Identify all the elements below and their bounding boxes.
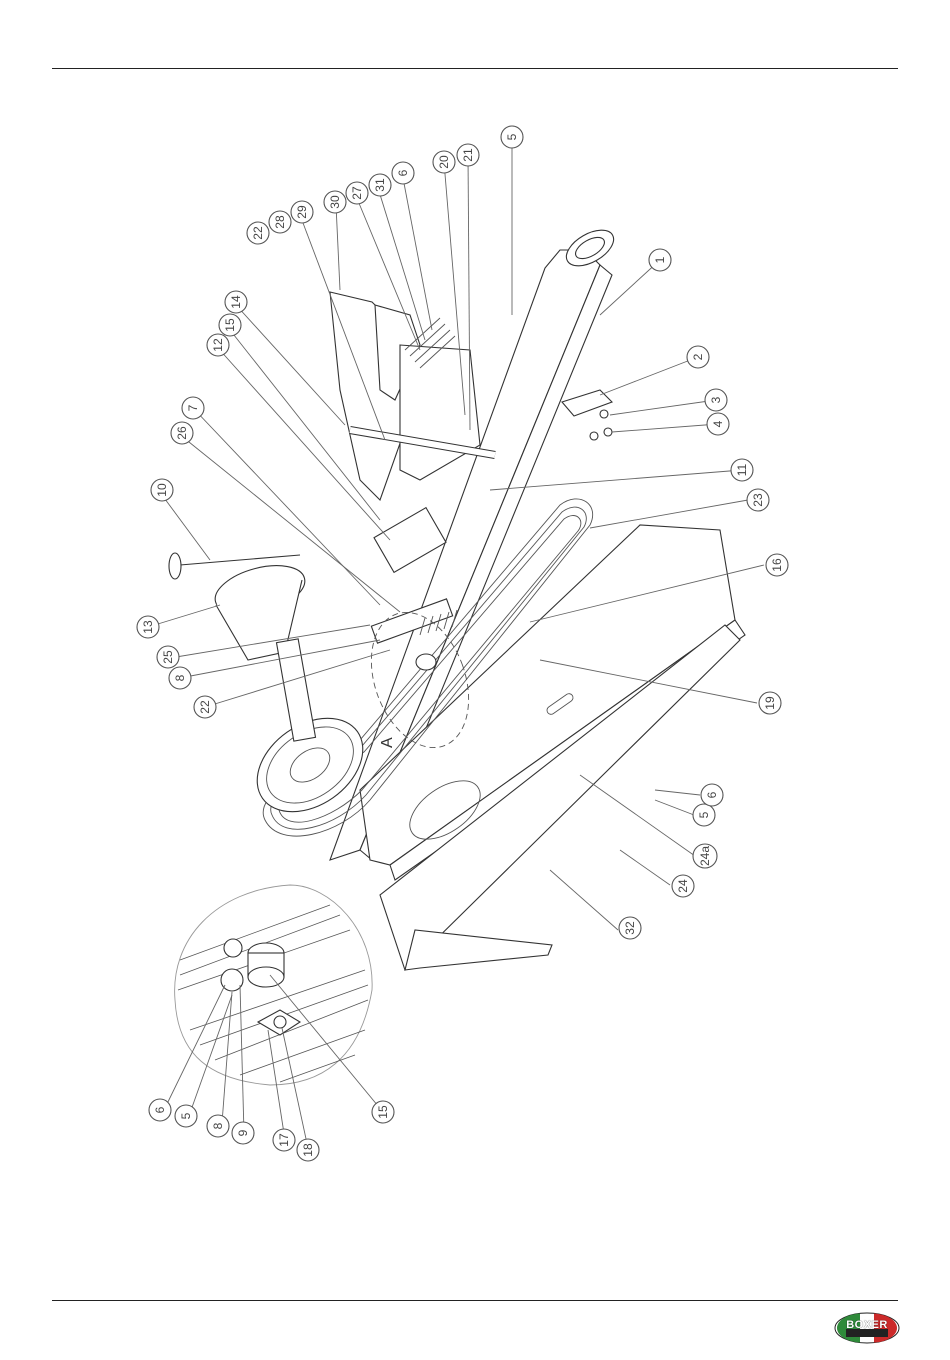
callout-2: 2 [687, 346, 709, 368]
callout-27: 27 [346, 182, 368, 204]
callout-24: 24 [672, 875, 694, 897]
callout-14-number: 14 [229, 295, 243, 309]
callout-22-top: 22 [247, 222, 269, 244]
callout-24a: 24a [693, 844, 717, 868]
callout-31-number: 31 [373, 178, 387, 192]
callout-5-top-number: 5 [505, 133, 519, 140]
gearbox-housing-part [169, 553, 316, 741]
callout-4-number: 4 [711, 420, 725, 427]
callout-13: 13 [137, 616, 159, 638]
callout-5-right: 5 [693, 804, 715, 826]
callout-16-number: 16 [770, 558, 784, 572]
brand-logo: BOXER [834, 1312, 900, 1344]
detail-a-label: A [379, 737, 396, 748]
logo-text: BOXER [834, 1319, 900, 1331]
callout-6-detail-number: 6 [153, 1106, 167, 1113]
callout-9: 9 [232, 1122, 254, 1144]
callout-8: 8 [169, 667, 191, 689]
callout-6-right: 6 [701, 784, 723, 806]
callout-15-detail: 15 [372, 1101, 394, 1123]
callout-21-number: 21 [461, 148, 475, 162]
callout-8-detail: 8 [207, 1115, 229, 1137]
callout-3-number: 3 [709, 396, 723, 403]
callout-15-detail-number: 15 [376, 1105, 390, 1119]
callout-18-number: 18 [301, 1143, 315, 1157]
callout-6-right-number: 6 [705, 791, 719, 798]
detail-a-inset [175, 885, 373, 1085]
callout-14: 14 [225, 291, 247, 313]
callout-8-number: 8 [173, 674, 187, 681]
callout-5-detail: 5 [175, 1105, 197, 1127]
callout-19: 19 [759, 692, 781, 714]
callout-27-number: 27 [350, 186, 364, 200]
callout-25-number: 25 [161, 650, 175, 664]
callout-29-number: 29 [295, 205, 309, 219]
callout-23-number: 23 [751, 493, 765, 507]
bracket-plate-part [562, 390, 612, 440]
callout-24a-number: 24a [698, 846, 712, 866]
callout-11: 11 [731, 459, 753, 481]
callout-8-detail-number: 8 [211, 1122, 225, 1129]
callout-30-number: 30 [328, 195, 342, 209]
callout-5-right-number: 5 [697, 811, 711, 818]
callout-5-top: 5 [501, 126, 523, 148]
callout-20: 20 [433, 151, 455, 173]
callout-15-number: 15 [223, 318, 237, 332]
callout-10: 10 [151, 479, 173, 501]
callout-7-number: 7 [186, 404, 200, 411]
callout-17-number: 17 [277, 1133, 291, 1147]
callout-28: 28 [269, 211, 291, 233]
callout-20-number: 20 [437, 155, 451, 169]
callout-26-number: 26 [175, 426, 189, 440]
callout-11-number: 11 [735, 463, 749, 476]
callout-25: 25 [157, 646, 179, 668]
callout-12: 12 [207, 334, 229, 356]
upper-bracket-part [330, 292, 495, 500]
callout-18: 18 [297, 1139, 319, 1161]
callout-12-number: 12 [211, 338, 225, 352]
callout-16: 16 [766, 554, 788, 576]
callout-4: 4 [707, 413, 729, 435]
callout-5-detail-number: 5 [179, 1112, 193, 1119]
callout-19-number: 19 [763, 696, 777, 710]
callout-1: 1 [649, 249, 671, 271]
callout-10-number: 10 [155, 483, 169, 497]
callout-30: 30 [324, 191, 346, 213]
callout-24-number: 24 [676, 879, 690, 893]
callout-28-number: 28 [273, 215, 287, 229]
callout-6-detail: 6 [149, 1099, 171, 1121]
callout-7: 7 [182, 397, 204, 419]
callout-1-number: 1 [653, 256, 667, 263]
callout-21: 21 [457, 144, 479, 166]
callout-31: 31 [369, 174, 391, 196]
callout-6-top: 6 [392, 162, 414, 184]
callout-17: 17 [273, 1129, 295, 1151]
callout-32-number: 32 [623, 921, 637, 935]
callout-22-left: 22 [194, 696, 216, 718]
callout-29: 29 [291, 201, 313, 223]
callout-2-number: 2 [691, 353, 705, 360]
callout-3: 3 [705, 389, 727, 411]
deck-plate-part [360, 525, 745, 970]
callout-13-number: 13 [141, 620, 155, 634]
callout-9-number: 9 [236, 1129, 250, 1136]
callout-23: 23 [747, 489, 769, 511]
callout-22-left-number: 22 [198, 700, 212, 714]
callout-6-top-number: 6 [396, 169, 410, 176]
callout-22-top-number: 22 [251, 226, 265, 240]
callout-15: 15 [219, 314, 241, 336]
callout-26: 26 [171, 422, 193, 444]
callout-32: 32 [619, 917, 641, 939]
